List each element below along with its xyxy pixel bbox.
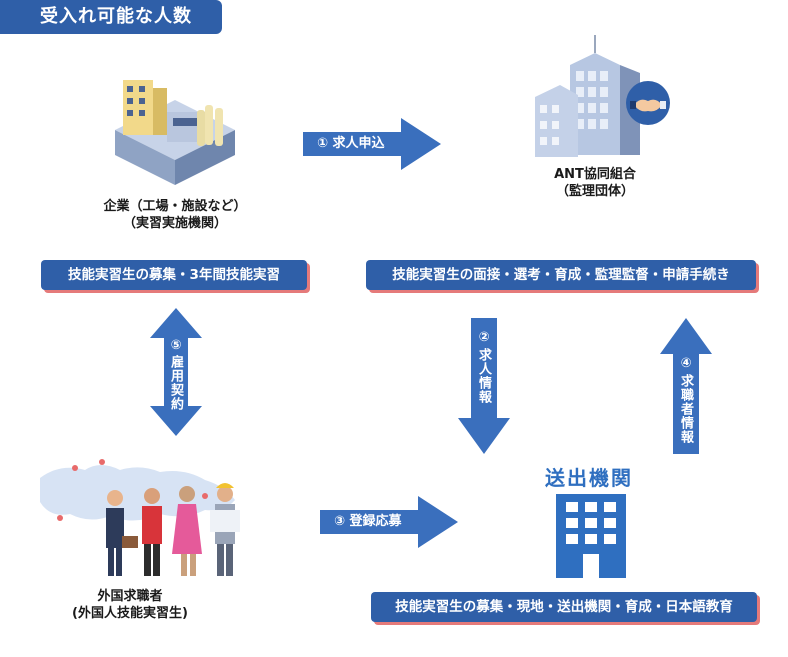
page-title: 受入れ可能な人数 <box>0 0 222 34</box>
arrow-5-label: 雇用契約 <box>168 355 183 411</box>
arrow-4-label: 求職者情報 <box>678 374 693 444</box>
arrow-2-label: 求人情報 <box>476 348 491 404</box>
ant-name: ANT協同組合 <box>554 167 636 182</box>
arrow-employment-contract: ⑤ 雇用契約 <box>150 308 202 436</box>
sending-org-title: 送出機関 <box>545 466 633 490</box>
seeker-label: 外国求職者 (外国人技能実習生) <box>30 588 230 622</box>
arrow-registration: ③ 登録応募 <box>320 496 458 548</box>
arrow-4-number: ④ <box>680 356 692 371</box>
factory-icon <box>105 60 245 190</box>
company-duty-box: 技能実習生の募集・3年間技能実習 <box>41 260 307 290</box>
office-building-icon <box>530 35 680 165</box>
arrow-2-number: ② <box>478 330 490 345</box>
ant-label: ANT協同組合 （監理団体） <box>515 166 675 200</box>
company-label: 企業（工場・施設など） （実習実施機関） <box>85 198 265 232</box>
arrow-seeker-info: ④ 求職者情報 <box>660 318 712 454</box>
company-name: 企業（工場・施設など） <box>103 199 247 214</box>
arrow-1-label: ① 求人申込 <box>317 136 385 151</box>
seeker-subname: (外国人技能実習生) <box>72 606 188 621</box>
seeker-name: 外国求職者 <box>97 589 163 604</box>
sending-org-building-icon <box>556 494 626 578</box>
sending-duty-box: 技能実習生の募集・現地・送出機関・育成・日本語教育 <box>371 592 757 622</box>
ant-subname: （監理団体） <box>555 184 634 199</box>
arrow-5-number: ⑤ <box>170 338 182 353</box>
arrow-3-label: ③ 登録応募 <box>334 514 402 529</box>
company-subname: （実習実施機関） <box>122 216 227 231</box>
foreign-workers-world-map-icon <box>30 448 260 583</box>
arrow-job-info: ② 求人情報 <box>458 318 510 454</box>
arrow-job-application: ① 求人申込 <box>303 118 441 170</box>
ant-duty-box: 技能実習生の面接・選考・育成・監理監督・申請手続き <box>366 260 756 290</box>
